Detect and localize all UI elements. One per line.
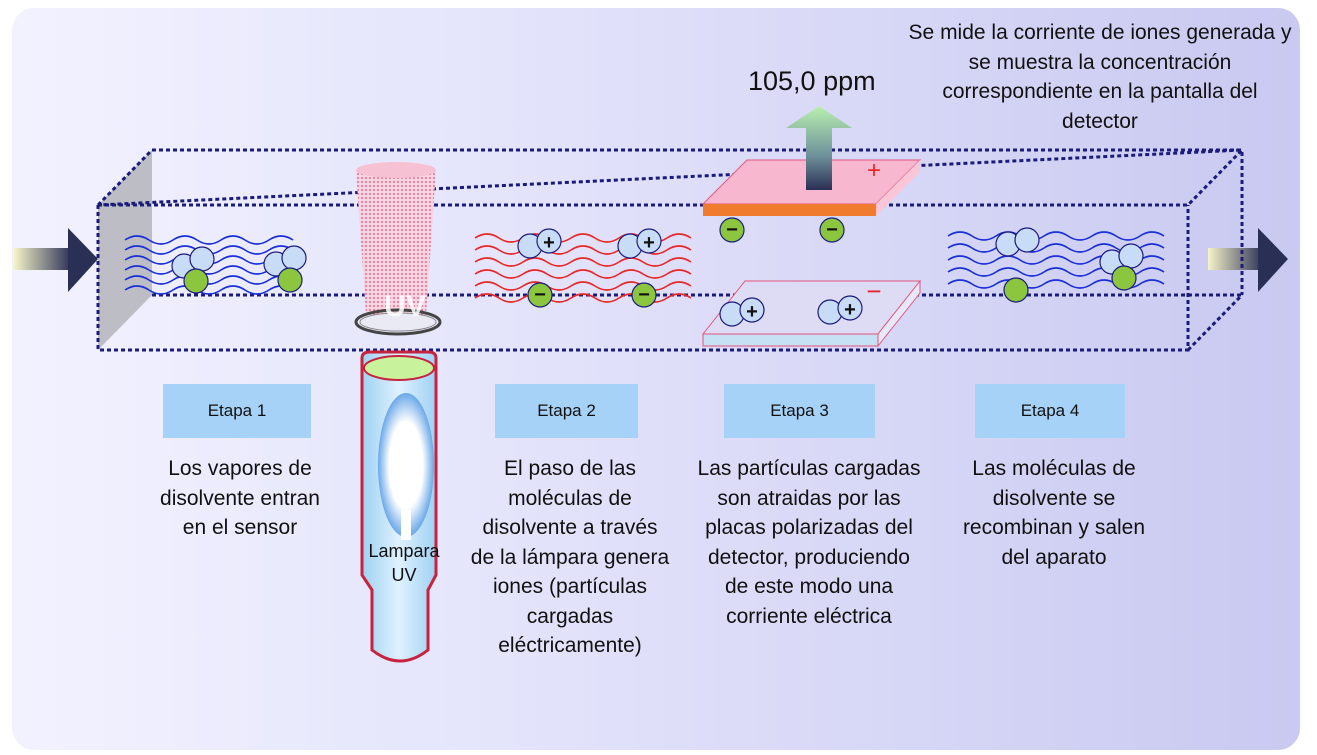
molecule [263,245,307,293]
minus-sign: − [826,219,838,241]
signal-arrow [786,106,852,190]
electron [719,217,745,243]
stage-2-label: Etapa 2 [495,384,638,438]
positive-ion [817,295,863,325]
uv-label: UV [384,290,426,323]
ppm-reading: 105,0 ppm [748,66,876,96]
electron [631,282,657,308]
uv-lamp [360,350,438,663]
stage-4-label: Etapa 4 [975,384,1125,438]
positive-ion [617,228,662,259]
minus-sign: − [726,219,738,241]
minus-sign: − [638,284,650,306]
stage2-ions [474,233,692,303]
molecule [995,227,1040,303]
plus-sign: + [844,299,856,321]
inlet-arrow [14,228,98,292]
electron [527,282,553,308]
stage-1-description: Los vapores de disolvente entran en el s… [160,457,320,539]
positive-ion [517,228,562,259]
minus-sign: − [534,284,546,306]
background-panel [12,8,1300,750]
lamp-label: Lampara UV [368,541,440,585]
positive-ion [719,297,765,327]
stage-3-label: Etapa 3 [724,384,875,438]
molecule [1099,243,1144,291]
stage-1-label: Etapa 1 [163,384,311,438]
electron [819,217,845,243]
stage-4-description: Las moléculas de disolvente se recombina… [962,457,1146,569]
stage-2-description: El paso de las moléculas de disolvente a… [470,457,670,657]
outlet-arrow [1208,228,1288,292]
plate-plus-sign: + [867,157,881,184]
plus-sign: + [746,301,758,323]
plus-sign: + [543,232,555,254]
molecule [171,246,215,294]
measurement-note: Se mide la corriente de iones generada y… [908,21,1292,133]
plate-minus-sign: − [866,276,881,306]
uv-beam [354,162,442,336]
plus-sign: + [643,232,655,254]
stage-3-description: Las partículas cargadas son atraidas por… [697,457,921,628]
